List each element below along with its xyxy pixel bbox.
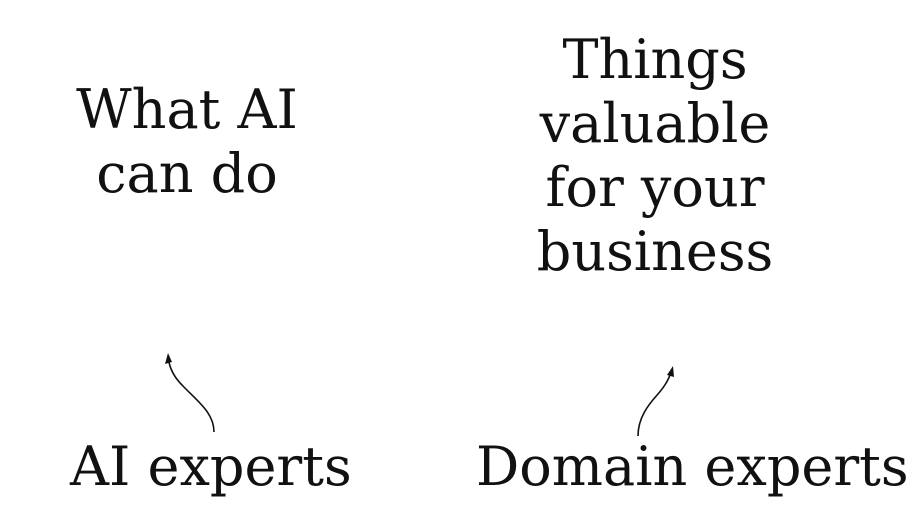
- left-arrowhead: [165, 353, 172, 364]
- right-arrowhead: [667, 366, 674, 377]
- things-valuable-line-2: valuable: [539, 92, 771, 155]
- right-arrow: [637, 368, 673, 437]
- what-ai-can-do-label: What AI can do: [72, 78, 302, 206]
- things-valuable-label: Things valuable for your business: [535, 28, 775, 284]
- ai-experts-label: AI experts: [70, 435, 352, 498]
- left-arrow: [167, 355, 215, 433]
- things-valuable-line-3: for your: [545, 156, 765, 219]
- things-valuable-line-1: Things: [562, 28, 748, 91]
- what-ai-can-do-line-1: What AI: [76, 78, 298, 141]
- domain-experts-label: Domain experts: [476, 435, 909, 498]
- what-ai-can-do-line-2: can do: [96, 142, 278, 205]
- things-valuable-line-4: business: [536, 220, 774, 283]
